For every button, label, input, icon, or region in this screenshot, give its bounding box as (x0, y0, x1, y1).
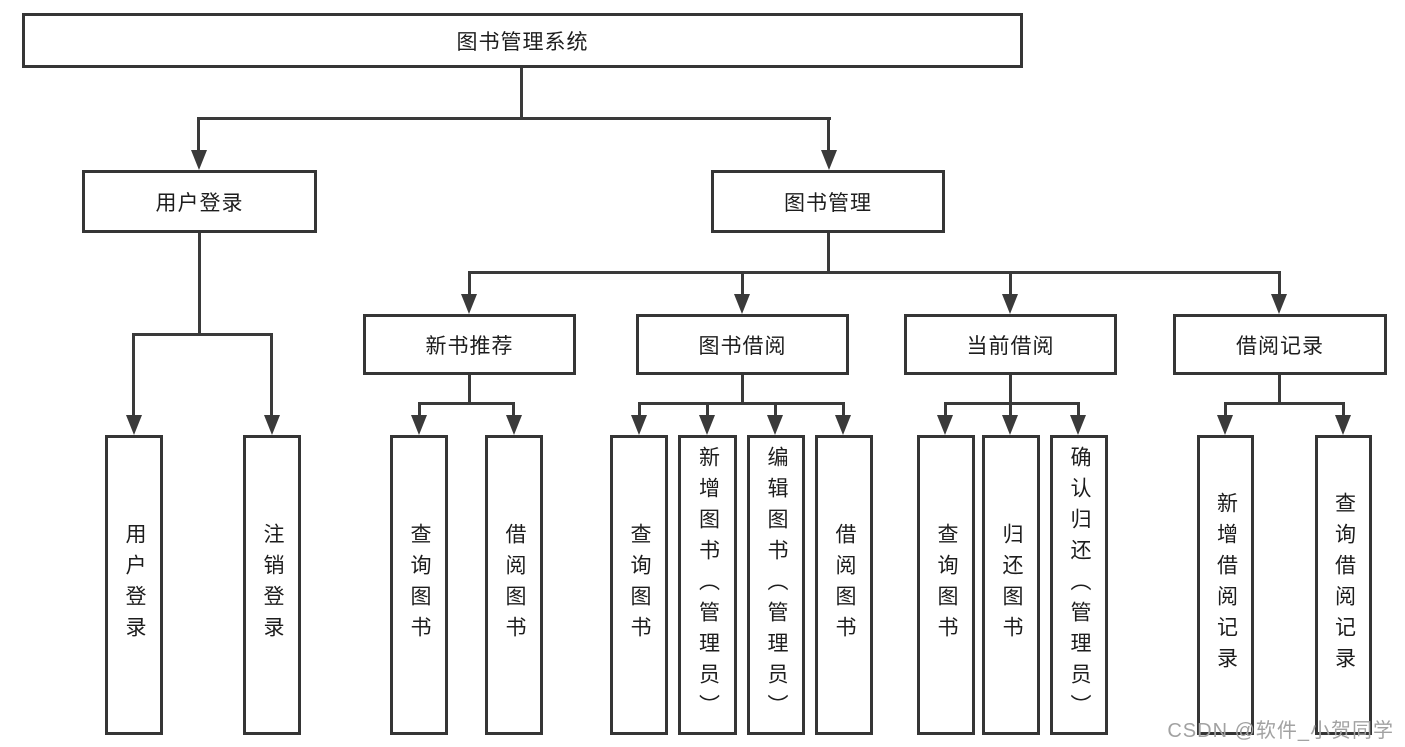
watermark-text: CSDN @软件_小贺同学 (1167, 720, 1394, 742)
leaf-confirm-return-admin: 确认归还（管理员） (1050, 435, 1108, 735)
arrowhead-down-icon (264, 415, 280, 435)
connector-line (1009, 402, 1012, 417)
connector-line (468, 271, 1281, 274)
arrowhead-down-icon (191, 150, 207, 170)
node-label: 注销登录 (261, 523, 284, 647)
arrowhead-down-icon (1070, 415, 1086, 435)
connector-line (944, 402, 1080, 405)
connector-line (1009, 271, 1012, 297)
connector-line (638, 402, 845, 405)
arrowhead-down-icon (461, 294, 477, 314)
arrowhead-down-icon (821, 150, 837, 170)
connector-line (842, 402, 845, 417)
connector-line (270, 333, 273, 416)
node-current-borrowing: 当前借阅 (904, 314, 1117, 375)
connector-line (827, 233, 830, 274)
node-label: 图书借阅 (698, 334, 787, 358)
arrowhead-down-icon (835, 415, 851, 435)
connector-line (1009, 375, 1012, 404)
node-label: 新书推荐 (425, 334, 514, 358)
node-book-management: 图书管理 (711, 170, 945, 233)
connector-line (132, 333, 273, 336)
connector-line (741, 375, 744, 404)
node-label: 用户登录 (123, 523, 146, 647)
node-label: 图书管理系统 (456, 30, 589, 54)
leaf-return-books: 归还图书 (982, 435, 1040, 735)
arrowhead-down-icon (1271, 294, 1287, 314)
connector-line (638, 402, 641, 417)
connector-line (132, 333, 135, 416)
arrowhead-down-icon (1002, 415, 1018, 435)
leaf-user-login: 用户登录 (105, 435, 163, 735)
leaf-add-borrow-record: 新增借阅记录 (1197, 435, 1254, 735)
leaf-borrow-books-recommend: 借阅图书 (485, 435, 543, 735)
connector-line (774, 402, 777, 417)
leaf-edit-books-admin: 编辑图书（管理员） (747, 435, 805, 735)
connector-line (741, 271, 744, 297)
node-user-login: 用户登录 (82, 170, 317, 233)
node-label: 新增借阅记录 (1214, 492, 1238, 678)
arrowhead-down-icon (767, 415, 783, 435)
node-label: 借阅图书 (833, 523, 856, 647)
node-label: 图书管理 (784, 191, 872, 215)
node-new-book-recommendation: 新书推荐 (363, 314, 576, 375)
node-label: 用户登录 (155, 191, 244, 215)
connector-line (418, 402, 421, 417)
connector-line (197, 117, 200, 151)
node-label: 查询借阅记录 (1332, 492, 1356, 678)
leaf-query-borrow-record: 查询借阅记录 (1315, 435, 1372, 735)
node-library-management-system: 图书管理系统 (22, 13, 1023, 68)
arrowhead-down-icon (1335, 415, 1351, 435)
node-label: 借阅记录 (1236, 334, 1324, 358)
node-label: 查询图书 (935, 523, 958, 647)
node-book-borrowing: 图书借阅 (636, 314, 849, 375)
node-label: 借阅图书 (503, 523, 526, 647)
connector-line (1224, 402, 1344, 405)
connector-line (468, 375, 471, 404)
leaf-borrow-books-borrowing: 借阅图书 (815, 435, 873, 735)
leaf-add-books-admin: 新增图书（管理员） (678, 435, 737, 735)
node-label: 归还图书 (1000, 523, 1023, 647)
node-label: 查询图书 (628, 523, 651, 647)
connector-line (1278, 271, 1281, 297)
arrowhead-down-icon (411, 415, 427, 435)
node-label: 查询图书 (408, 523, 431, 647)
connector-line (418, 402, 515, 405)
leaf-query-books-recommend: 查询图书 (390, 435, 448, 735)
connector-line (1077, 402, 1080, 417)
node-label: 编辑图书（管理员） (765, 445, 788, 725)
connector-line (1224, 402, 1227, 417)
arrowhead-down-icon (937, 415, 953, 435)
arrowhead-down-icon (1217, 415, 1233, 435)
node-label: 确认归还（管理员） (1068, 445, 1091, 725)
arrowhead-down-icon (126, 415, 142, 435)
node-label: 新增图书（管理员） (696, 445, 720, 725)
arrowhead-down-icon (699, 415, 715, 435)
leaf-query-books-borrowing: 查询图书 (610, 435, 668, 735)
connector-line (198, 233, 201, 335)
arrowhead-down-icon (734, 294, 750, 314)
leaf-query-books-current: 查询图书 (917, 435, 975, 735)
arrowhead-down-icon (506, 415, 522, 435)
connector-line (520, 68, 523, 120)
connector-line (944, 402, 947, 417)
arrowhead-down-icon (631, 415, 647, 435)
node-borrowing-records: 借阅记录 (1173, 314, 1387, 375)
arrowhead-down-icon (1002, 294, 1018, 314)
node-label: 当前借阅 (966, 334, 1055, 358)
connector-line (706, 402, 709, 417)
connector-line (1278, 375, 1281, 404)
connector-line (468, 271, 471, 297)
leaf-logout: 注销登录 (243, 435, 301, 735)
connector-line (512, 402, 515, 417)
connector-line (197, 117, 831, 120)
connector-line (1342, 402, 1345, 417)
connector-line (827, 117, 830, 151)
